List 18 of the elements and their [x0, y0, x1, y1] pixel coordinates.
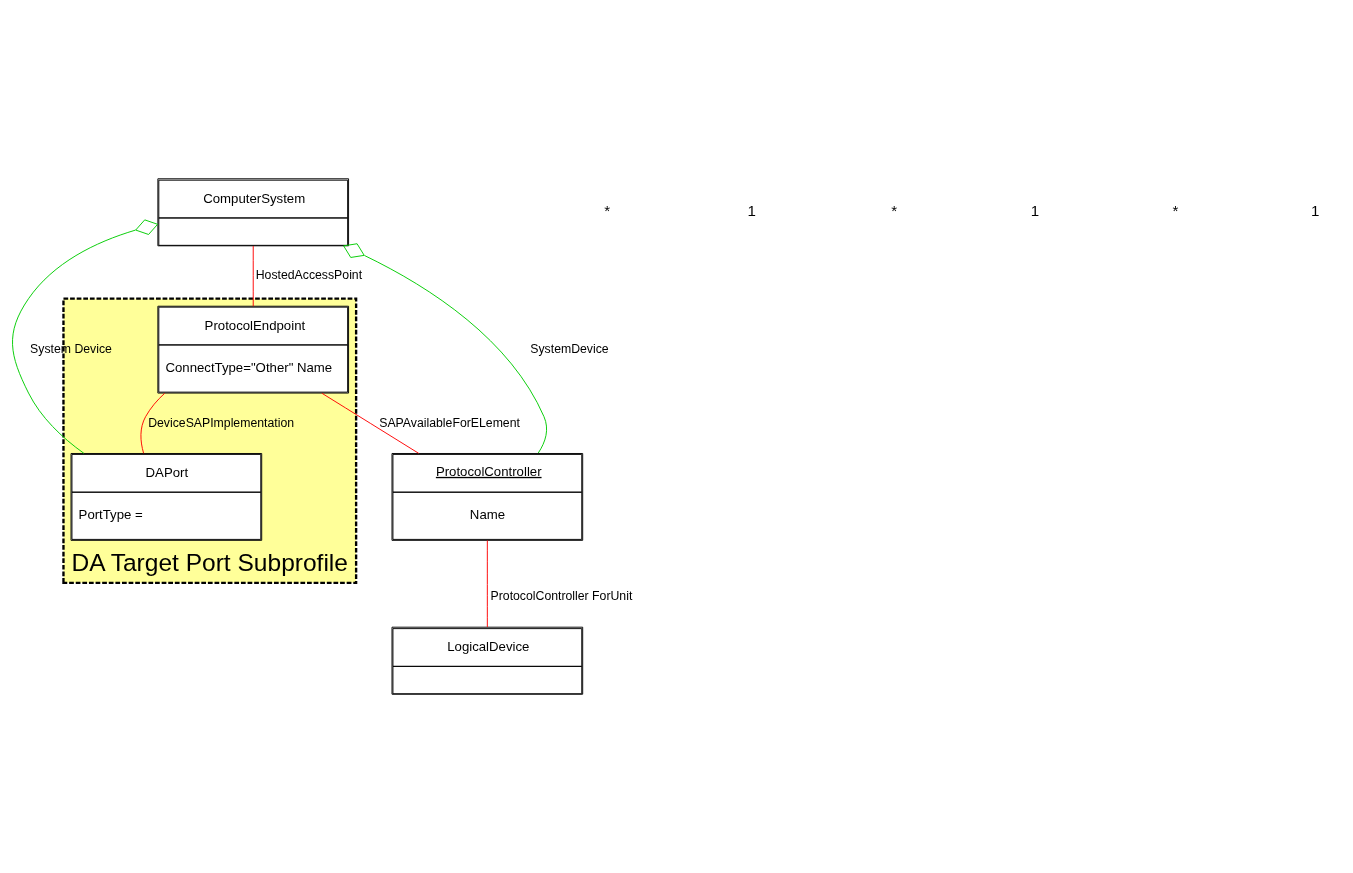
label: 1	[747, 201, 756, 219]
connector	[252, 245, 254, 307]
edge-label: SystemDevice	[530, 341, 609, 356]
edge-label: System Device	[30, 341, 112, 356]
connector	[343, 243, 548, 454]
label: *	[891, 201, 898, 219]
connector	[321, 392, 420, 454]
edge-label: SAPAvailableForELement	[379, 415, 520, 430]
connector	[486, 539, 488, 628]
edge-label: ProtocolController ForUnit	[490, 589, 633, 604]
connector	[12, 219, 159, 454]
edge-label: HostedAccessPoint	[255, 268, 363, 283]
edge-label: DeviceSAPImplementation	[148, 415, 295, 430]
label: 1	[1030, 201, 1040, 219]
label: *	[604, 201, 611, 219]
label: *	[1172, 201, 1179, 219]
connector	[140, 392, 166, 454]
label: 1	[1311, 201, 1320, 219]
